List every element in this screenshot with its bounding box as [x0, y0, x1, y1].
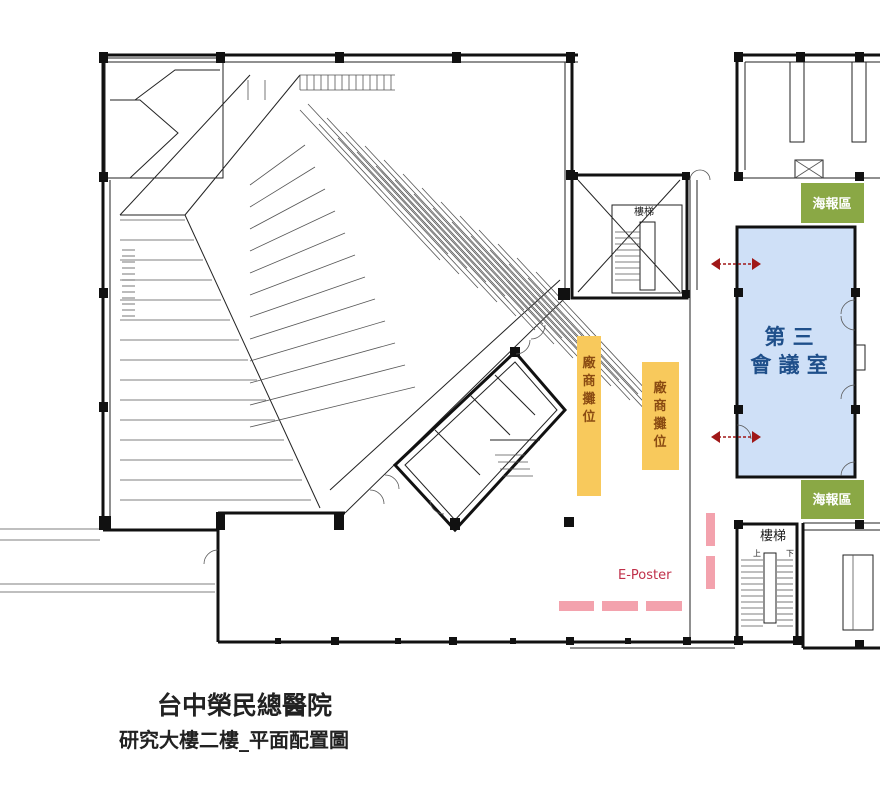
svg-text:商: 商: [653, 398, 666, 414]
svg-text:商: 商: [582, 373, 595, 389]
eposter-station: [646, 601, 682, 611]
top-stair-steps: [299, 75, 392, 90]
svg-text:位: 位: [653, 434, 666, 450]
eposter-station: [559, 601, 594, 611]
service-block: [369, 324, 568, 533]
right-stair-label: 樓梯: [760, 529, 786, 544]
meeting-room-3-title-line1: 第 三: [764, 325, 813, 349]
poster-area-bottom[interactable]: 海報區: [801, 480, 864, 519]
left-seat-rows: [120, 219, 311, 501]
map-title: 台中榮民總醫院: [157, 691, 333, 720]
meeting-room-3-title-line2: 會 議 室: [750, 353, 828, 377]
right-stair: 樓梯 上 下: [734, 520, 802, 645]
right-stair-down: 下: [786, 549, 794, 558]
poster-area-top[interactable]: 海報區: [801, 183, 864, 223]
lobby: [203, 169, 735, 649]
svg-text:攤: 攤: [653, 416, 666, 432]
auditorium: [101, 53, 578, 532]
right-stair-up: 上: [753, 549, 761, 558]
svg-text:廠: 廠: [653, 380, 667, 396]
entrance-arrow-lower: [711, 431, 761, 443]
left-corridor: [0, 528, 215, 593]
eposter-stations[interactable]: E-Poster: [559, 513, 715, 611]
svg-text:廠: 廠: [582, 355, 596, 371]
map-subtitle: 研究大樓二樓_平面配置圖: [119, 728, 349, 752]
right-building: [734, 52, 880, 650]
poster-area-top-label: 海報區: [812, 196, 851, 212]
central-stair: 樓梯: [570, 172, 690, 300]
eposter-station: [602, 601, 638, 611]
entrance-arrow-upper: [711, 258, 761, 270]
eposter-station: [706, 513, 715, 546]
auditorium-columns: [99, 52, 575, 530]
poster-area-bottom-label: 海報區: [812, 492, 851, 508]
svg-text:位: 位: [582, 409, 595, 425]
eposter-label: E-Poster: [618, 568, 672, 583]
auditorium-top-stair: [247, 74, 395, 100]
eposter-station: [706, 556, 715, 589]
central-stair-label: 樓梯: [634, 205, 654, 218]
svg-text:攤: 攤: [582, 391, 595, 407]
